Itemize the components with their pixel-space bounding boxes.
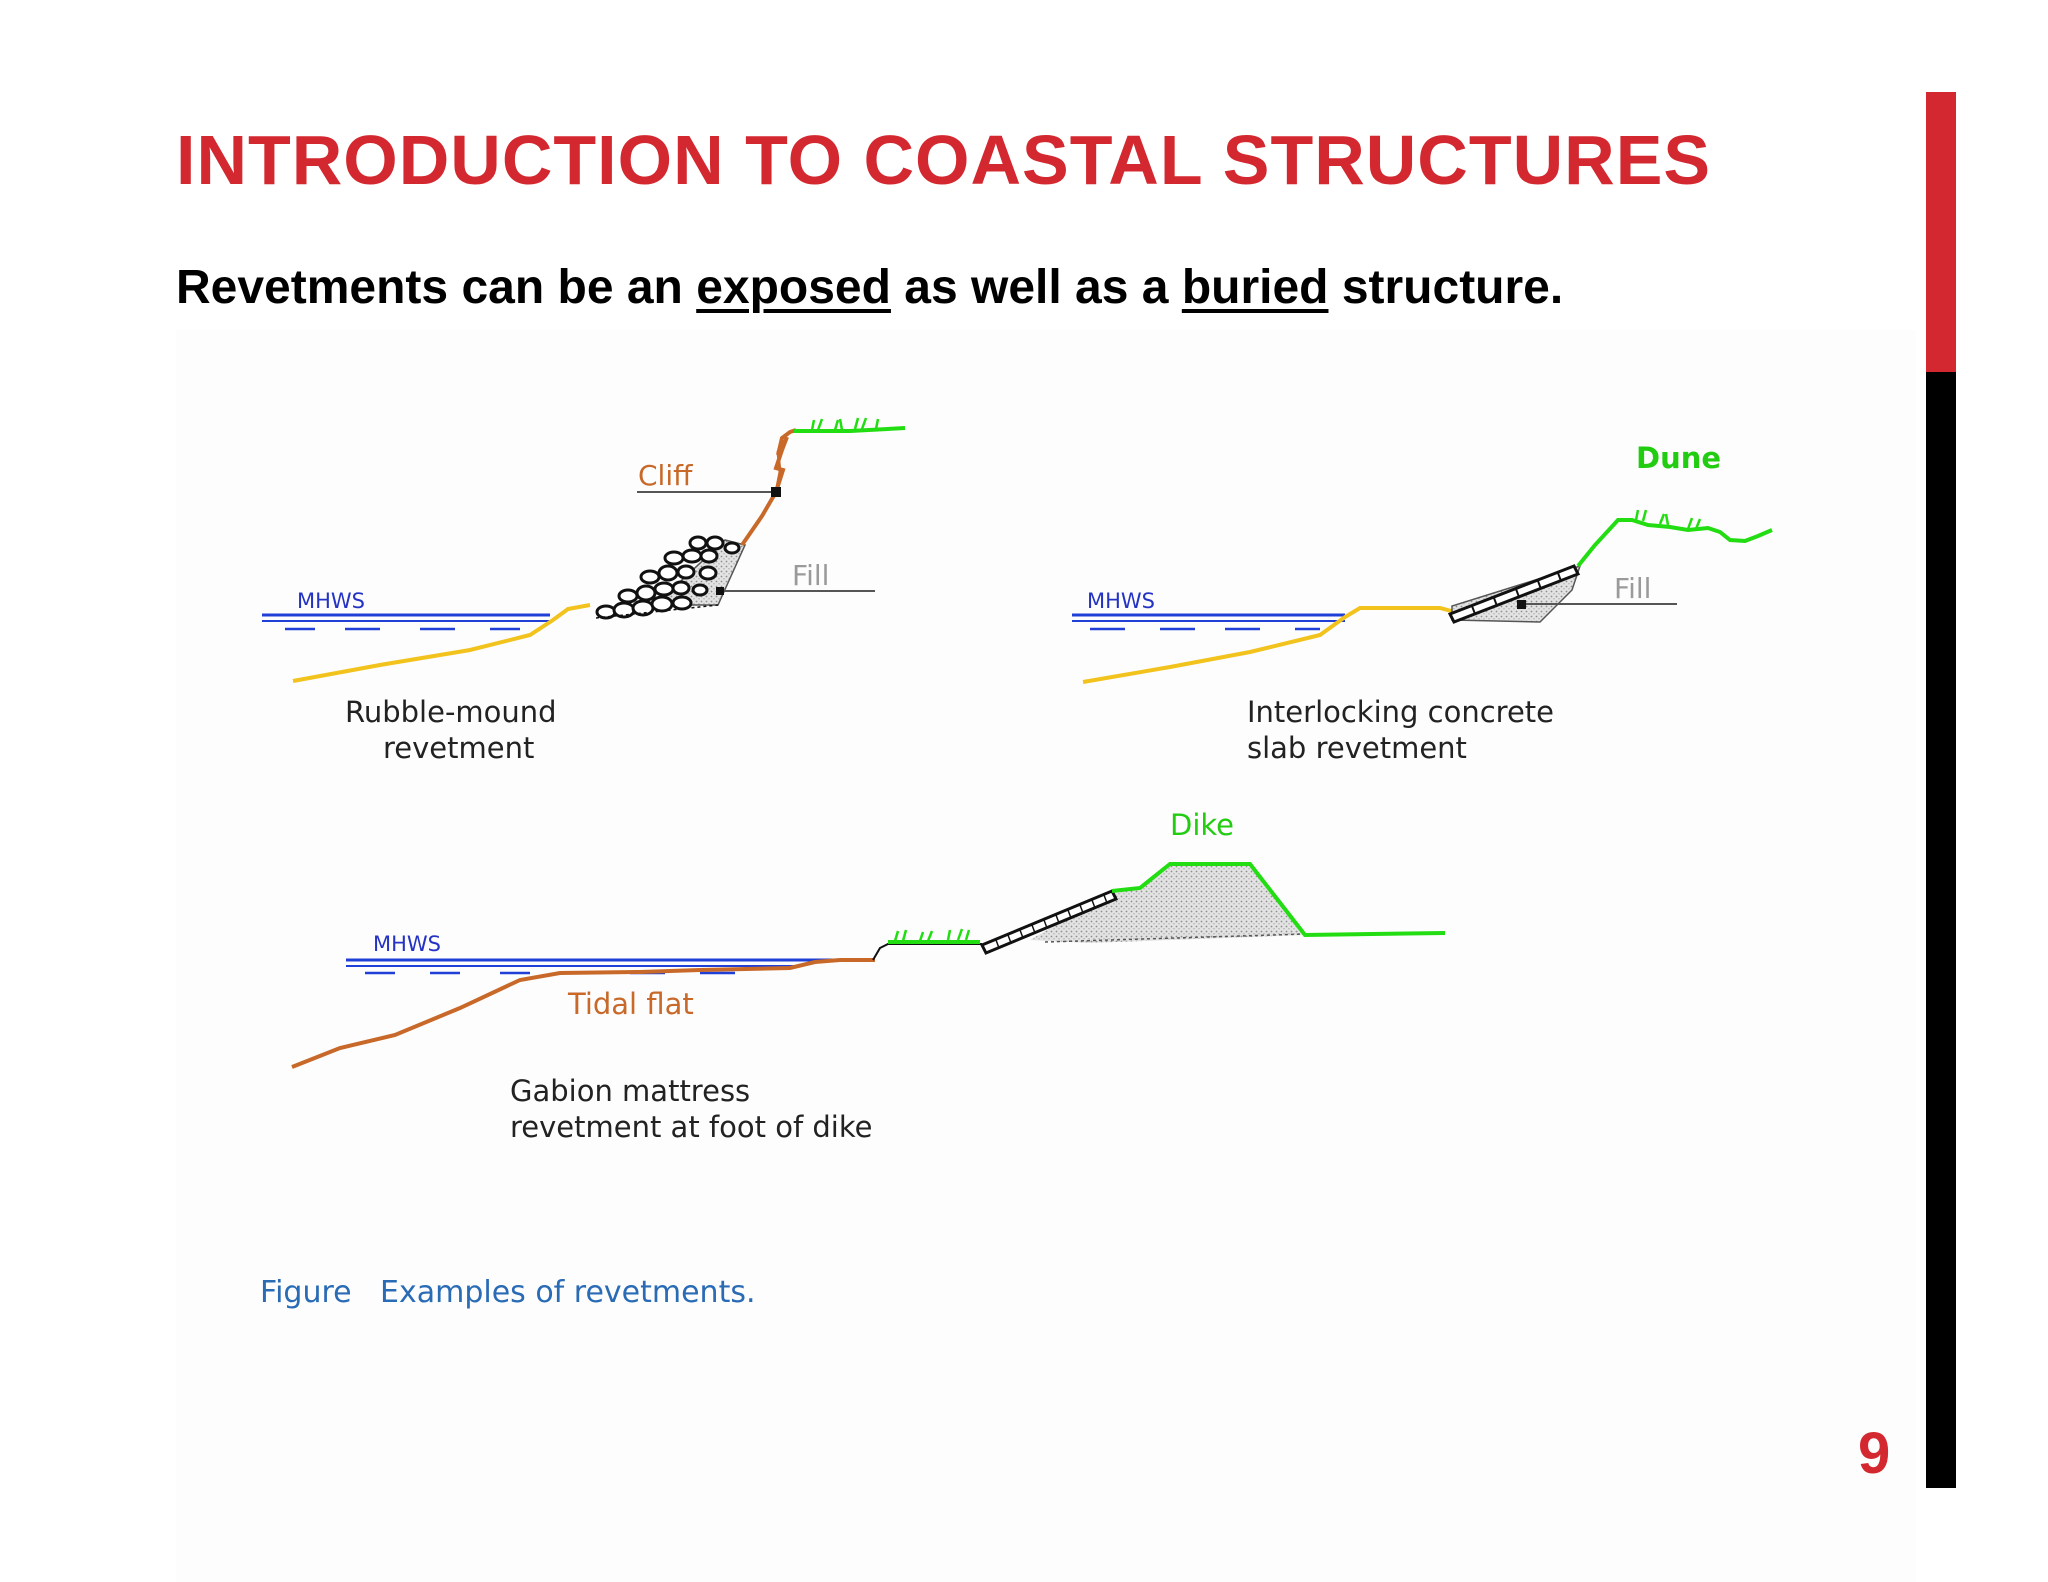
mhws-label: MHWS [297, 589, 365, 613]
panel-interlocking-slab: MHWS Dune Fill [1072, 441, 1773, 765]
caption-line-1: Interlocking concrete [1247, 695, 1554, 729]
cliff-label: Cliff [638, 459, 693, 492]
beach-profile [1082, 606, 1456, 684]
dike-core [1030, 864, 1305, 943]
subtitle-part-1: Revetments can be an [176, 261, 697, 314]
caption-line-2: revetment [383, 731, 534, 765]
figure-background [176, 330, 1916, 1582]
page-number: 9 [1858, 1421, 1891, 1486]
dune-profile [1576, 518, 1773, 568]
fill-label: Fill [1614, 572, 1651, 605]
water-surface [1072, 613, 1345, 631]
panel-rubble-mound: MHWS [262, 417, 906, 765]
subtitle-part-3: structure. [1328, 261, 1564, 314]
caption-line-2: revetment at foot of dike [510, 1110, 872, 1144]
dike-profile [1111, 862, 1446, 938]
figure-caption: Figure Examples of revetments. [260, 1275, 756, 1310]
figure-caption-label: Figure [260, 1275, 352, 1310]
accent-bar-red [1926, 92, 1956, 372]
water-surface [262, 613, 550, 631]
dike-label: Dike [1170, 808, 1234, 842]
dune-label: Dune [1636, 441, 1721, 475]
panel-gabion-mattress: MHWS Tidal flat [291, 808, 1446, 1144]
caption-line-1: Gabion mattress [510, 1074, 750, 1108]
subtitle-emphasis-exposed: exposed [696, 261, 891, 314]
beach-profile [292, 603, 591, 683]
subtitle: Revetments can be an exposed as well as … [176, 260, 1563, 315]
mhws-label: MHWS [1087, 589, 1155, 613]
caption-line-1: Rubble-mound [345, 695, 557, 729]
accent-bar-black [1926, 372, 1956, 1488]
tidal-flat-label: Tidal flat [567, 987, 694, 1021]
subtitle-part-2: as well as a [890, 261, 1182, 314]
water-surface [346, 958, 875, 975]
page-title: INTRODUCTION TO COASTAL STRUCTURES [176, 121, 1712, 199]
caption-line-2: slab revetment [1247, 731, 1467, 765]
cliff-vegetation [794, 426, 906, 433]
fill-label: Fill [792, 559, 829, 592]
tidal-flat-profile [291, 958, 875, 1069]
rubble-stones [595, 535, 741, 620]
subtitle-emphasis-buried: buried [1181, 261, 1329, 314]
mhws-label: MHWS [373, 932, 441, 956]
figure-caption-text: Examples of revetments. [380, 1275, 756, 1310]
concrete-slab [1447, 564, 1581, 624]
gabion-mattress [979, 889, 1119, 955]
